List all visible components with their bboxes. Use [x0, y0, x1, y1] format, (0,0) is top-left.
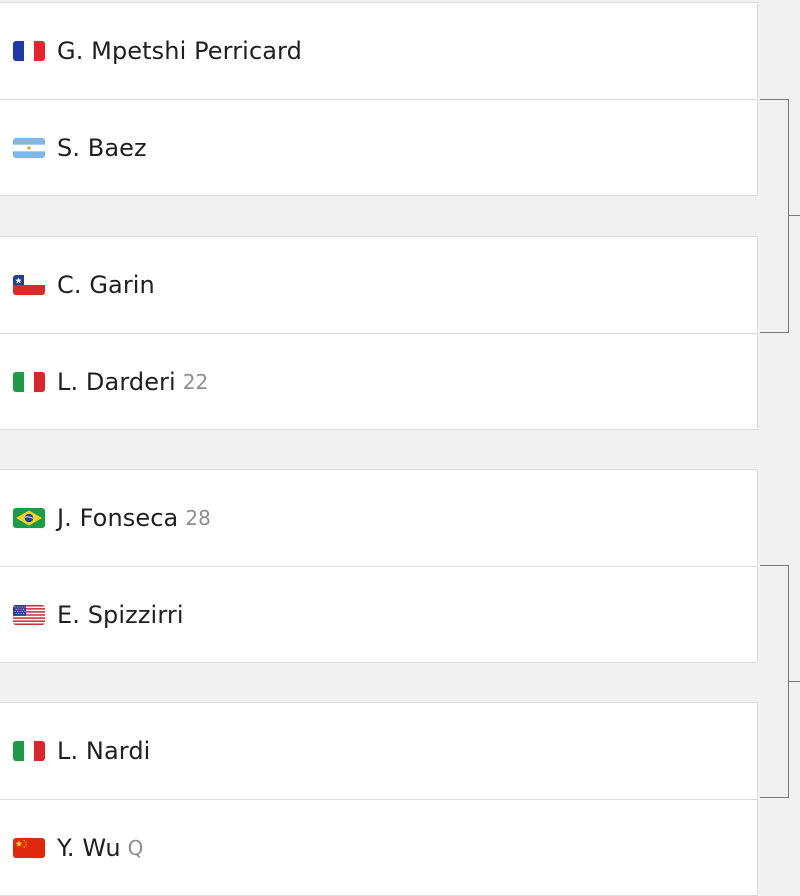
player-name: E. Spizzirri: [57, 600, 184, 629]
bracket-connector: [760, 565, 789, 798]
player-row[interactable]: E. Spizzirri: [0, 566, 757, 662]
china-flag-icon: [13, 837, 45, 858]
player-seed: 22: [182, 369, 209, 394]
player-row[interactable]: L. Nardi: [0, 703, 757, 799]
player-row[interactable]: Y. Wu Q: [0, 799, 757, 895]
italy-flag-icon: [13, 371, 45, 392]
chile-flag-icon: [13, 275, 45, 295]
player-row[interactable]: G. Mpetshi Perricard: [0, 3, 757, 99]
player-seed: Q: [127, 835, 144, 860]
player-name: S. Baez: [57, 133, 147, 162]
match-card: G. Mpetshi Perricard S. Baez: [0, 2, 758, 196]
player-name: Y. Wu: [57, 833, 121, 862]
italy-flag-icon: [13, 741, 45, 761]
player-row[interactable]: C. Garin: [0, 237, 757, 333]
match-card: C. Garin L. Darderi 22: [0, 236, 758, 430]
match-card: J. Fonseca 28: [0, 469, 758, 663]
player-row[interactable]: L. Darderi 22: [0, 333, 757, 429]
player-name: C. Garin: [57, 271, 155, 299]
france-flag-icon: [13, 41, 45, 61]
player-name: J. Fonseca: [57, 504, 179, 532]
player-row[interactable]: J. Fonseca 28: [0, 470, 757, 566]
bracket-connector-stub: [788, 681, 800, 682]
usa-flag-icon: [13, 604, 45, 625]
brazil-flag-icon: [13, 508, 45, 528]
bracket-connector: [760, 99, 789, 333]
argentina-flag-icon: [13, 137, 45, 158]
player-name: L. Darderi: [57, 367, 176, 396]
match-card: L. Nardi Y. Wu Q: [0, 702, 758, 896]
bracket-connector-stub: [788, 215, 800, 216]
player-seed: 28: [185, 506, 211, 530]
player-name: G. Mpetshi Perricard: [57, 37, 302, 65]
player-row[interactable]: S. Baez: [0, 99, 757, 195]
player-name: L. Nardi: [57, 737, 151, 765]
